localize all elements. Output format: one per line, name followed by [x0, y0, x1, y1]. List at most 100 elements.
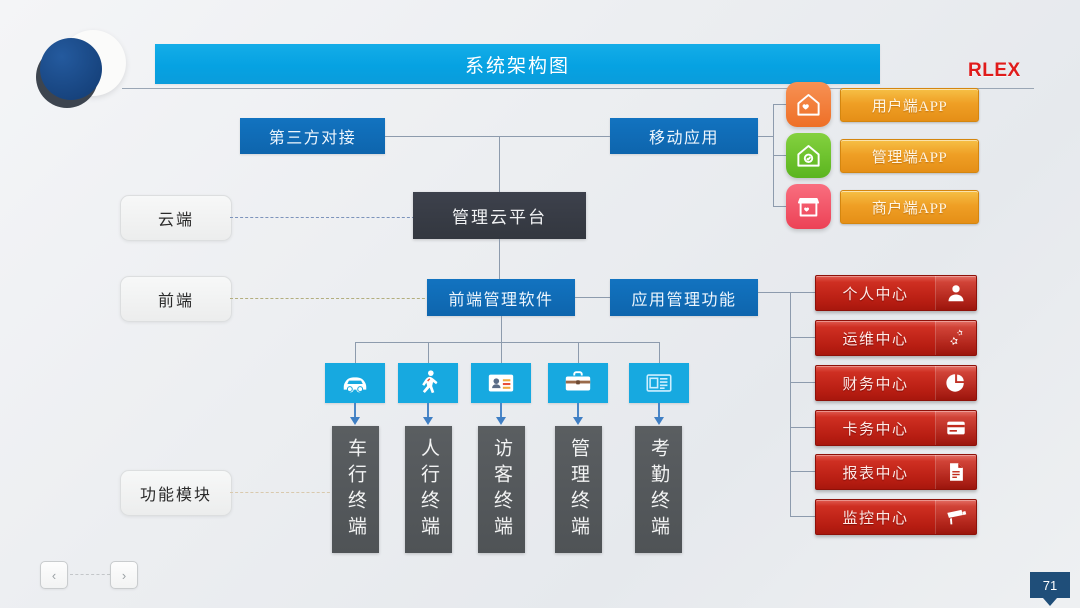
next-button[interactable]: ›	[110, 561, 138, 589]
module-tile-management[interactable]	[548, 363, 608, 403]
node-third-party[interactable]: 第三方对接	[240, 118, 385, 154]
connector-spine-to-cloud-platform	[499, 136, 500, 192]
camera-icon	[935, 500, 976, 534]
connector-center-stub-5	[790, 471, 815, 472]
page-title: 系统架构图	[155, 44, 880, 84]
node-mobile-app[interactable]: 移动应用	[610, 118, 758, 154]
cloud-layer-connector	[230, 217, 420, 218]
layer-cloud[interactable]: 云端	[120, 195, 232, 241]
terminal-attendance-label: 考勤终端	[648, 437, 669, 542]
briefcase-icon	[565, 371, 591, 391]
connector-module-drop-1	[355, 342, 356, 363]
center-button-finance[interactable]: 财务中心	[815, 365, 977, 401]
layer-function-modules[interactable]: 功能模块	[120, 470, 232, 516]
arrow-line-4	[577, 403, 579, 418]
page-number-badge: 71	[1030, 572, 1070, 598]
id-card-icon	[488, 374, 514, 392]
terminal-management-label: 管理终端	[568, 437, 589, 542]
connector-app-stub-1	[773, 104, 786, 105]
terminal-visitor-label: 访客终端	[491, 437, 512, 542]
module-tile-visitor[interactable]	[471, 363, 531, 403]
center-button-report[interactable]: 报表中心	[815, 454, 977, 490]
person-icon	[935, 276, 976, 310]
arrow-head-1	[350, 417, 360, 425]
arrow-head-2	[423, 417, 433, 425]
app-button-user[interactable]: 用户端APP	[840, 88, 979, 122]
app-button-admin[interactable]: 管理端APP	[840, 139, 979, 173]
center-button-personal[interactable]: 个人中心	[815, 275, 977, 311]
connector-center-stub-1	[790, 292, 815, 293]
terminal-vehicle[interactable]: 车行终端	[332, 426, 379, 553]
shop-heart-icon	[786, 184, 831, 229]
connector-module-spine	[355, 342, 659, 343]
arrow-line-2	[427, 403, 429, 418]
pedestrian-icon	[422, 370, 438, 394]
center-label-report: 报表中心	[842, 465, 909, 482]
terminal-pedestrian[interactable]: 人行终端	[405, 426, 452, 553]
brand-logo: RLEX	[968, 60, 1021, 81]
news-icon	[646, 374, 672, 392]
logo-circle-decoration	[40, 38, 102, 100]
connector-center-stub-2	[790, 337, 815, 338]
terminal-attendance[interactable]: 考勤终端	[635, 426, 682, 553]
connector-app-stub-2	[773, 155, 786, 156]
arrow-line-3	[500, 403, 502, 418]
connector-module-drop-2	[428, 342, 429, 363]
card-icon	[935, 411, 976, 445]
center-label-monitor: 监控中心	[842, 510, 909, 527]
module-tile-attendance[interactable]	[629, 363, 689, 403]
connector-center-stub-4	[790, 427, 815, 428]
terminal-management[interactable]: 管理终端	[555, 426, 602, 553]
modules-layer-connector	[230, 492, 335, 493]
center-label-finance: 财务中心	[842, 376, 909, 393]
pie-chart-icon	[935, 366, 976, 400]
arrow-head-4	[573, 417, 583, 425]
connector-mobileapp-stub	[758, 136, 774, 137]
module-tile-car[interactable]	[325, 363, 385, 403]
connector-frontend-down	[501, 316, 502, 342]
arrow-line-5	[658, 403, 660, 418]
center-label-personal: 个人中心	[842, 286, 909, 303]
terminal-vehicle-label: 车行终端	[345, 437, 366, 542]
layer-frontend[interactable]: 前端	[120, 276, 232, 322]
connector-cloud-to-frontend	[499, 239, 500, 279]
center-button-monitor[interactable]: 监控中心	[815, 499, 977, 535]
gears-icon	[935, 321, 976, 355]
nav-connector	[70, 574, 110, 575]
connector-frontend-to-appmgmt	[575, 297, 610, 298]
node-cloud-platform[interactable]: 管理云平台	[413, 192, 586, 239]
connector-center-stub-3	[790, 382, 815, 383]
module-tile-pedestrian[interactable]	[398, 363, 458, 403]
center-label-card: 卡务中心	[842, 421, 909, 438]
center-button-card[interactable]: 卡务中心	[815, 410, 977, 446]
connector-module-drop-3	[501, 342, 502, 363]
connector-module-drop-4	[578, 342, 579, 363]
app-button-merchant[interactable]: 商户端APP	[840, 190, 979, 224]
terminal-visitor[interactable]: 访客终端	[478, 426, 525, 553]
arrow-head-3	[496, 417, 506, 425]
connector-appmgmt-stub	[758, 292, 790, 293]
connector-thirdparty-to-mobile	[385, 136, 610, 137]
layer-modules-label: 功能模块	[139, 487, 212, 504]
home-heart-icon	[786, 82, 831, 127]
layer-frontend-label: 前端	[157, 293, 194, 310]
node-app-management[interactable]: 应用管理功能	[610, 279, 758, 316]
center-label-operations: 运维中心	[842, 331, 909, 348]
layer-cloud-label: 云端	[157, 212, 194, 229]
connector-center-bus	[790, 292, 791, 516]
connector-center-stub-6	[790, 516, 815, 517]
prev-button[interactable]: ‹	[40, 561, 68, 589]
frontend-layer-connector	[230, 298, 435, 299]
title-underline	[122, 88, 1034, 89]
center-button-operations[interactable]: 运维中心	[815, 320, 977, 356]
connector-app-stub-3	[773, 206, 786, 207]
arrow-line-1	[354, 403, 356, 418]
document-icon	[935, 455, 976, 489]
node-frontend-software[interactable]: 前端管理软件	[427, 279, 575, 316]
page-badge-pointer	[1043, 598, 1057, 606]
house-check-icon	[786, 133, 831, 178]
car-icon	[343, 377, 367, 393]
arrow-head-5	[654, 417, 664, 425]
connector-module-drop-5	[659, 342, 660, 363]
